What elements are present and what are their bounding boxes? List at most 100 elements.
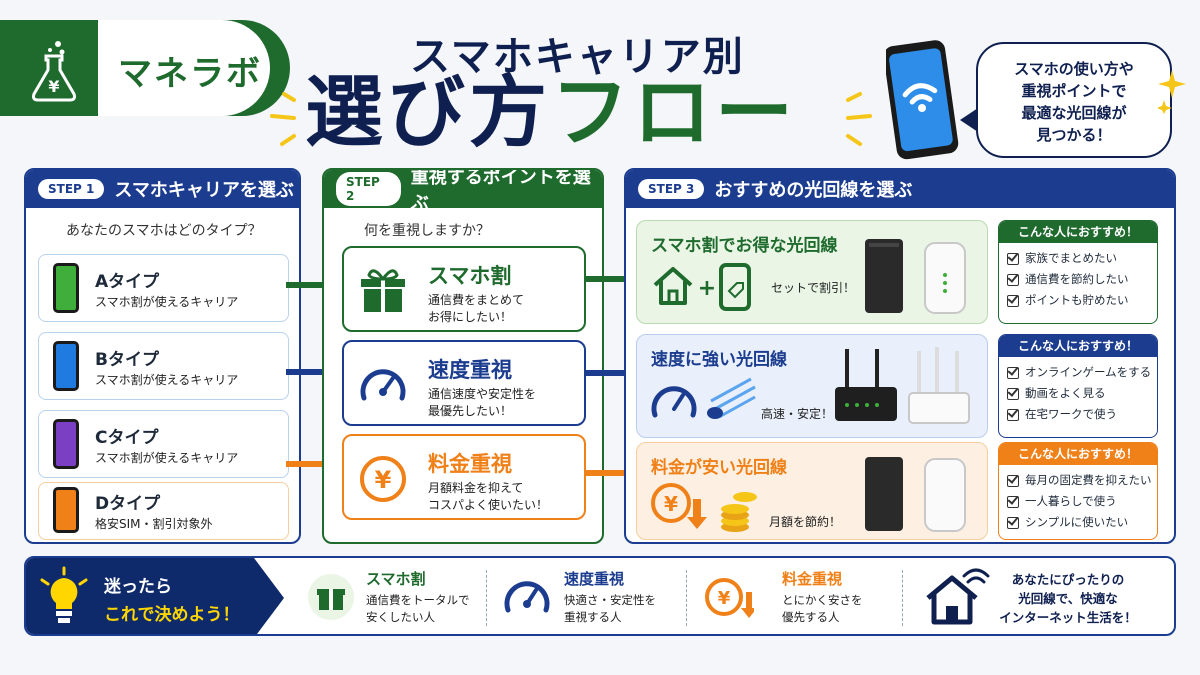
summary-section-desc: 通信費をトータルで 安くしたい人 [366, 592, 470, 626]
priority-card-smartphone-discount[interactable]: スマホ割 通信費をまとめて お得にしたい！ [342, 246, 586, 332]
line-note: 高速・安定！ [761, 407, 834, 421]
priority-card-speed[interactable]: 速度重視 通信速度や安定性を 最優先したい！ [342, 340, 586, 426]
summary-section-desc: とにかく安さを 優先する人 [782, 592, 863, 626]
priority-name: スマホ割 [428, 264, 512, 288]
type-card-d[interactable]: Dタイプ 格安SIM・割引対象外 [38, 482, 289, 540]
recommend-item: 家族でまとめたい [1007, 248, 1157, 269]
sparkle-right-icon [846, 92, 872, 146]
speedometer-icon [360, 369, 406, 401]
summary-desc-line: 重視する人 [564, 610, 622, 624]
summary-section-speed: 速度重視 快適さ・安定性を 重視する人 [502, 558, 692, 634]
router-icon [865, 457, 966, 532]
flask-icon: ¥ [32, 41, 76, 102]
priority-desc: 通信費をまとめて お得にしたい！ [428, 292, 524, 326]
summary-bar: 迷ったら これで決めよう！ スマホ割 通信費をトータルで 安くしたい人 速度重視… [24, 556, 1176, 636]
phone-icon [53, 487, 79, 533]
step1-question: あなたのスマホはどのタイプ？ [66, 223, 262, 239]
yen-down-icon: ¥ [705, 578, 754, 618]
type-name: Dタイプ [95, 494, 161, 514]
type-desc: スマホ割が使えるキャリア [95, 451, 239, 465]
brand-name: マネラボ [118, 54, 262, 94]
summary-line2: これで決めよう！ [104, 605, 240, 625]
priority-card-price[interactable]: ¥ 料金重視 月額料金を抑えて コスパよく使いたい！ [342, 434, 586, 520]
summary-desc-line: とにかく安さを [782, 593, 863, 607]
line-card-price[interactable]: 料金が安い光回線 ¥ 月額を節約！ [636, 442, 988, 540]
step3-pill: STEP 3 [638, 179, 705, 199]
priority-desc-line: 通信費をまとめて [428, 293, 525, 307]
priority-desc-line: お得にしたい！ [428, 310, 513, 324]
divider [486, 570, 487, 626]
summary-line1: 迷ったら [104, 577, 172, 597]
house-wifi-icon [926, 568, 990, 625]
step3-panel: STEP 3 おすすめの光回線を選ぶ スマホ割でお得な光回線 + セットで割引！… [624, 168, 1176, 544]
step2-title: 重視するポイントを選ぶ [410, 168, 591, 214]
phone-icon [53, 419, 79, 469]
summary-section-smartphone-discount: スマホ割 通信費をトータルで 安くしたい人 [306, 558, 486, 634]
type-name: Cタイプ [95, 428, 159, 448]
recommend-card-green: こんな人におすすめ！ 家族でまとめたい 通信費を節約したい ポイントも貯めたい [998, 220, 1158, 324]
line-card-speed[interactable]: 速度に強い光回線 高速・安定！ [636, 334, 988, 438]
summary-desc-line: 通信費をトータルで [366, 593, 470, 607]
page-title-green: フロー [551, 68, 798, 158]
recommend-card-blue: こんな人におすすめ！ オンラインゲームをする 動画をよく見る 在宅ワークで使う [998, 334, 1158, 438]
recommend-item-text: 家族でまとめたい [1025, 251, 1117, 265]
step3-header: STEP 3 おすすめの光回線を選ぶ [626, 170, 1174, 208]
recommend-item-text: 一人暮らしで使う [1025, 494, 1117, 508]
summary-section-price: ¥ 料金重視 とにかく安さを 優先する人 [704, 558, 894, 634]
priority-desc-line: コスパよく使いたい！ [428, 498, 549, 512]
checkbox-icon [1007, 495, 1019, 508]
router-icon [835, 347, 970, 424]
recommend-item: シンプルに使いたい [1007, 512, 1157, 533]
bubble-line: 重視ポイントで [1021, 82, 1127, 100]
flask-yen-symbol: ¥ [48, 77, 59, 96]
yen-down-coins-icon: ¥ [651, 483, 757, 532]
summary-desc-line: 優先する人 [782, 610, 840, 624]
summary-section-desc: 快適さ・安定性を 重視する人 [564, 592, 656, 626]
priority-desc-line: 最優先したい！ [428, 404, 513, 418]
speedometer-icon [504, 581, 550, 613]
bubble-line: スマホの使い方や [1014, 60, 1134, 78]
recommend-item-text: 動画をよく見る [1025, 386, 1106, 400]
final-line: あなたにぴったりの [1011, 572, 1125, 587]
house-plus-phone-icon: + [653, 263, 751, 311]
step1-panel: STEP 1 スマホキャリアを選ぶ あなたのスマホはどのタイプ？ Aタイプ スマ… [24, 168, 301, 544]
step1-header: STEP 1 スマホキャリアを選ぶ [26, 170, 299, 208]
recommend-item: オンラインゲームをする [1007, 362, 1157, 383]
recommend-item-text: 在宅ワークで使う [1025, 407, 1117, 421]
priority-name: 料金重視 [428, 452, 512, 476]
divider [686, 570, 687, 626]
type-card-b[interactable]: Bタイプ スマホ割が使えるキャリア [38, 332, 289, 400]
type-card-a[interactable]: Aタイプ スマホ割が使えるキャリア [38, 254, 289, 322]
recommend-item: 動画をよく見る [1007, 383, 1157, 404]
recommend-head: こんな人におすすめ！ [999, 335, 1157, 357]
priority-name: 速度重視 [428, 358, 512, 382]
phone-icon [53, 341, 79, 391]
priority-desc-line: 月額料金を抑えて [428, 481, 524, 495]
yen-coin-icon: ¥ [360, 456, 406, 502]
checkbox-icon [1007, 273, 1019, 286]
line-note: 月額を節約！ [769, 515, 842, 529]
checkbox-icon [1007, 516, 1019, 529]
gift-icon [361, 269, 405, 312]
recommend-item-text: 毎月の固定費を抑えたい [1025, 473, 1152, 487]
checkbox-icon [1007, 366, 1019, 379]
step3-title: おすすめの光回線を選ぶ [714, 180, 913, 201]
line-card-smartphone-discount[interactable]: スマホ割でお得な光回線 + セットで割引！ [636, 220, 988, 324]
type-name: Aタイプ [95, 272, 160, 292]
recommend-item: 毎月の固定費を抑えたい [1007, 470, 1157, 491]
recommend-item-text: ポイントも貯めたい [1025, 293, 1129, 307]
speech-bubble-tail [960, 108, 978, 132]
type-card-c[interactable]: Cタイプ スマホ割が使えるキャリア [38, 410, 289, 478]
line-name: 速度に強い光回線 [651, 350, 787, 370]
recommend-item-text: 通信費を節約したい [1025, 272, 1129, 286]
step2-question: 何を重視しますか？ [364, 223, 490, 239]
checkbox-icon [1007, 474, 1019, 487]
summary-final-text: あなたにぴったりの 光回線で、快適な インターネット生活を！ [988, 570, 1148, 627]
recommend-item: 一人暮らしで使う [1007, 491, 1157, 512]
phone-icon [53, 263, 79, 313]
summary-section-name: 料金重視 [782, 570, 843, 588]
speech-bubble: スマホの使い方や 重視ポイントで 最適な光回線が 見つかる！ [976, 42, 1172, 158]
recommend-item-text: オンラインゲームをする [1025, 365, 1152, 379]
summary-section-name: スマホ割 [366, 570, 426, 588]
final-line: 光回線で、快適な [1018, 591, 1118, 606]
